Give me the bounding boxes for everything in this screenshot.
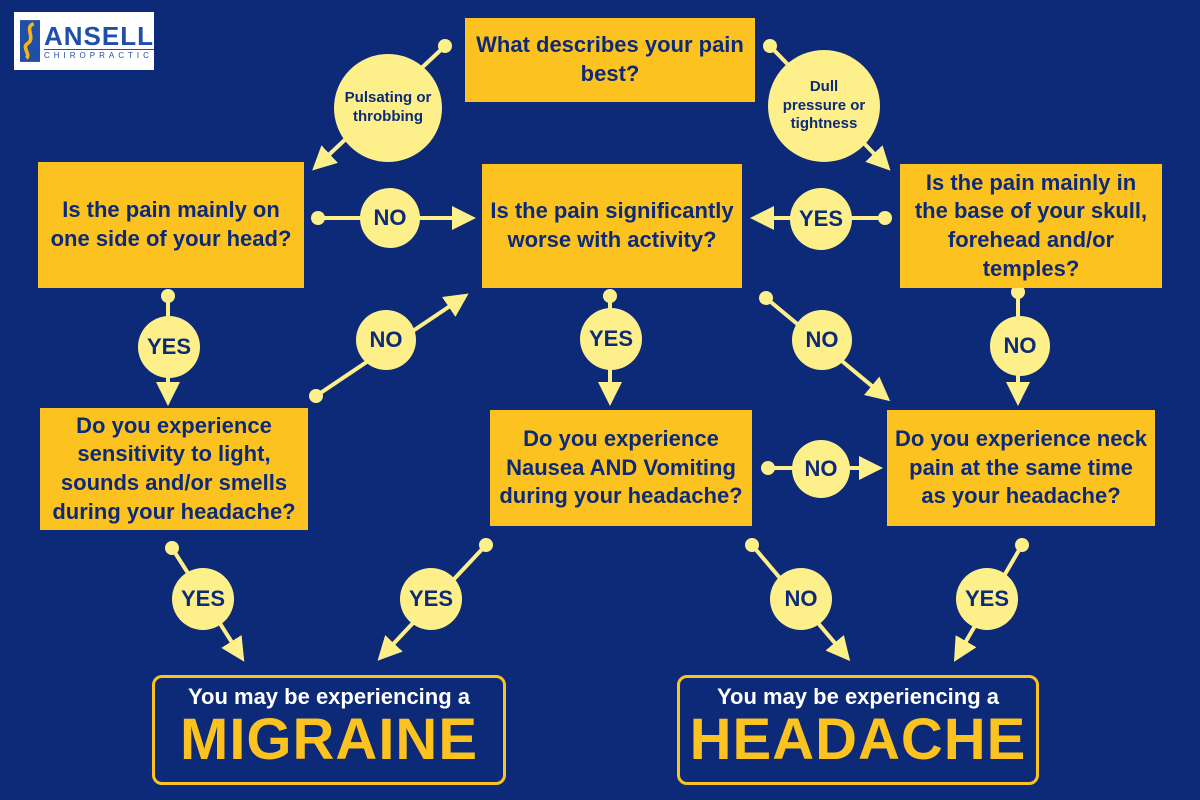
label-yes-q7-headache: YES bbox=[956, 568, 1018, 630]
logo-mark-icon bbox=[20, 20, 40, 62]
label-no-q5-q3: NO bbox=[356, 310, 416, 370]
question-neck-pain: Do you experience neck pain at the same … bbox=[887, 410, 1155, 526]
label-yes-q2-q5: YES bbox=[138, 316, 200, 378]
question-sensitivity: Do you experience sensitivity to light, … bbox=[40, 408, 308, 530]
result-migraine-intro: You may be experiencing a bbox=[187, 684, 471, 709]
question-skull-forehead-temples: Is the pain mainly in the base of your s… bbox=[900, 164, 1162, 288]
label-no-q4-q7: NO bbox=[990, 316, 1050, 376]
logo: ANSELL CHIROPRACTIC bbox=[14, 12, 154, 70]
result-headache-intro: You may be experiencing a bbox=[716, 684, 1000, 709]
label-yes-q3-q6: YES bbox=[580, 308, 642, 370]
question-nausea-vomiting: Do you experience Nausea AND Vomiting du… bbox=[490, 410, 752, 526]
label-no-q2-q3: NO bbox=[360, 188, 420, 248]
label-pulsating: Pulsating or throbbing bbox=[334, 54, 442, 162]
result-migraine: You may be experiencing a MIGRAINE bbox=[152, 675, 506, 785]
label-no-q3-q7: NO bbox=[792, 310, 852, 370]
logo-subtitle: CHIROPRACTIC bbox=[44, 48, 154, 60]
label-no-q6-q7: NO bbox=[792, 440, 850, 498]
question-worse-with-activity: Is the pain significantly worse with act… bbox=[482, 164, 742, 288]
result-headache-title: HEADACHE bbox=[689, 707, 1027, 772]
label-yes-q4-q3: YES bbox=[790, 188, 852, 250]
logo-name: ANSELL bbox=[44, 20, 154, 51]
label-yes-q5-migraine: YES bbox=[172, 568, 234, 630]
logo-text: ANSELL CHIROPRACTIC bbox=[44, 23, 154, 60]
label-no-q6-headache: NO bbox=[770, 568, 832, 630]
question-one-side: Is the pain mainly on one side of your h… bbox=[38, 162, 304, 288]
result-migraine-title: MIGRAINE bbox=[180, 707, 478, 772]
label-yes-q6-migraine: YES bbox=[400, 568, 462, 630]
question-pain-description: What describes your pain best? bbox=[465, 18, 755, 102]
result-headache: You may be experiencing a HEADACHE bbox=[677, 675, 1039, 785]
label-dull-pressure: Dull pressure or tightness bbox=[768, 50, 880, 162]
